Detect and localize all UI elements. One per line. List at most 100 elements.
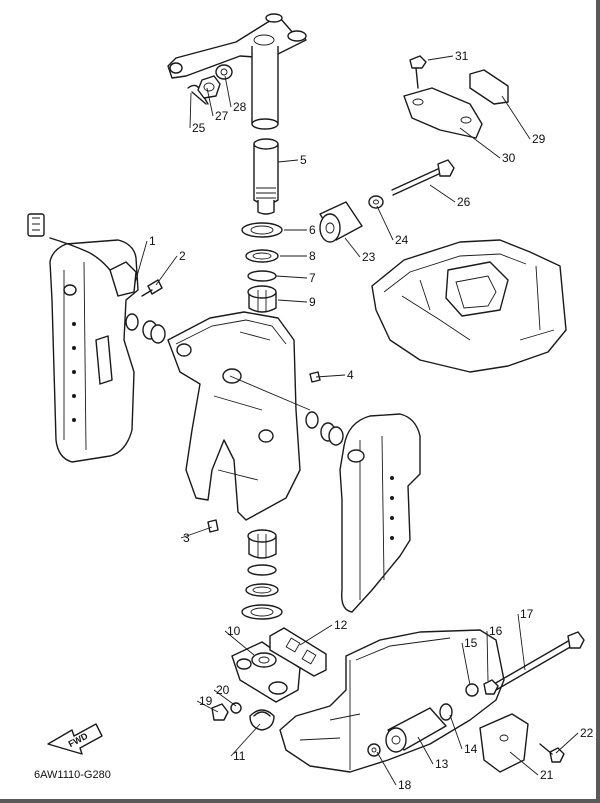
callout-1: 1 <box>149 234 156 248</box>
callout-20: 20 <box>216 683 230 697</box>
leader-line-17 <box>517 613 526 671</box>
mount-cover-30 <box>403 87 483 139</box>
leader-line-2 <box>155 255 178 286</box>
washer-14 <box>439 703 453 721</box>
bolt-22 <box>539 743 565 763</box>
callout-28: 28 <box>233 100 247 114</box>
callout-14: 14 <box>464 742 478 756</box>
leader-line-22 <box>555 732 579 754</box>
leader-line-13 <box>417 736 434 765</box>
callout-23: 23 <box>362 250 376 264</box>
callout-24: 24 <box>395 233 409 247</box>
washer-28 <box>215 64 233 80</box>
leader-line-28 <box>224 75 232 108</box>
exhaust-guide-housing <box>371 239 567 373</box>
callout-19: 19 <box>199 694 213 708</box>
bolt-31 <box>409 55 427 89</box>
leader-line-26 <box>429 184 456 203</box>
leader-line-16 <box>486 630 489 682</box>
leader-line-12 <box>299 624 333 646</box>
leader-line-5 <box>277 159 299 163</box>
leader-line-14 <box>449 714 463 750</box>
callout-2: 2 <box>179 249 186 263</box>
leader-line-29 <box>501 95 531 140</box>
callout-layer: 1234567891011121314151617181920212223242… <box>134 49 594 792</box>
leader-line-4 <box>315 374 346 378</box>
leader-line-27 <box>206 87 214 117</box>
washer-24 <box>368 195 384 209</box>
callout-17: 17 <box>520 607 534 621</box>
cap-29 <box>469 69 509 105</box>
seal-6-upper <box>241 222 283 238</box>
bolt-19 <box>211 703 229 721</box>
lower-mount-housing <box>279 629 505 773</box>
callout-10: 10 <box>227 624 241 638</box>
leader-line-23 <box>344 237 361 258</box>
o-ring-7-upper <box>247 270 277 282</box>
callout-7: 7 <box>309 271 316 285</box>
callout-3: 3 <box>183 531 190 545</box>
leader-line-20 <box>213 689 237 707</box>
leader-line-30 <box>459 127 501 159</box>
callout-31: 31 <box>455 49 469 63</box>
screw-2 <box>141 279 163 297</box>
leader-line-24 <box>376 205 394 241</box>
callout-5: 5 <box>300 153 307 167</box>
upper-mount-23 <box>319 201 363 243</box>
leader-line-7 <box>275 275 308 279</box>
washer-8-lower <box>245 583 279 597</box>
callout-13: 13 <box>435 757 449 771</box>
leader-line-31 <box>427 55 454 61</box>
washer-8-upper <box>245 249 279 263</box>
callout-25: 25 <box>192 121 206 135</box>
callout-27: 27 <box>215 109 229 123</box>
grease-nipple-4 <box>309 371 321 383</box>
bolt-17 <box>493 631 585 691</box>
castle-nut-27 <box>197 75 221 99</box>
washer-15 <box>465 683 479 697</box>
callout-30: 30 <box>502 151 516 165</box>
steering-arm <box>167 13 307 79</box>
bolt-26 <box>391 159 455 196</box>
callout-8: 8 <box>309 249 316 263</box>
washer-18 <box>367 743 381 757</box>
bushing-9-lower <box>247 529 277 559</box>
clamp-bracket-right <box>339 413 421 613</box>
callout-4: 4 <box>347 368 354 382</box>
o-ring-7-lower <box>247 564 277 576</box>
callout-16: 16 <box>489 624 503 638</box>
drawing-code: 6AW1110-G280 <box>34 769 111 781</box>
callout-26: 26 <box>457 195 471 209</box>
grease-nipple-3 <box>207 519 219 533</box>
lower-mount-13 <box>385 707 447 753</box>
bushing-9-upper <box>247 285 277 313</box>
nut-16 <box>483 679 499 695</box>
leader-line-21 <box>509 751 539 776</box>
callout-11: 11 <box>233 749 246 763</box>
leader-line-10 <box>224 630 255 656</box>
callout-12: 12 <box>334 618 348 632</box>
leader-line-19 <box>196 700 219 713</box>
swivel-bracket <box>167 311 311 521</box>
lower-mount-cover-21 <box>479 713 529 773</box>
callout-9: 9 <box>309 295 316 309</box>
seal-6-lower <box>241 604 283 620</box>
leader-line-11 <box>230 723 261 757</box>
leader-line-1 <box>134 240 148 284</box>
leader-line-9 <box>277 299 308 303</box>
fwd-direction-badge: FWD <box>47 723 103 755</box>
leader-line-3 <box>180 526 213 539</box>
callout-18: 18 <box>398 778 412 792</box>
callout-6: 6 <box>309 223 316 237</box>
washer-20 <box>230 702 242 714</box>
clamp-bracket-left <box>49 239 139 463</box>
steering-shaft-upper <box>251 46 279 130</box>
circlip-11 <box>249 709 275 731</box>
bushing-pair-left <box>125 313 166 344</box>
leader-line-25 <box>189 92 192 129</box>
callout-22: 22 <box>580 726 594 740</box>
callout-29: 29 <box>532 132 546 146</box>
callout-15: 15 <box>464 636 478 650</box>
